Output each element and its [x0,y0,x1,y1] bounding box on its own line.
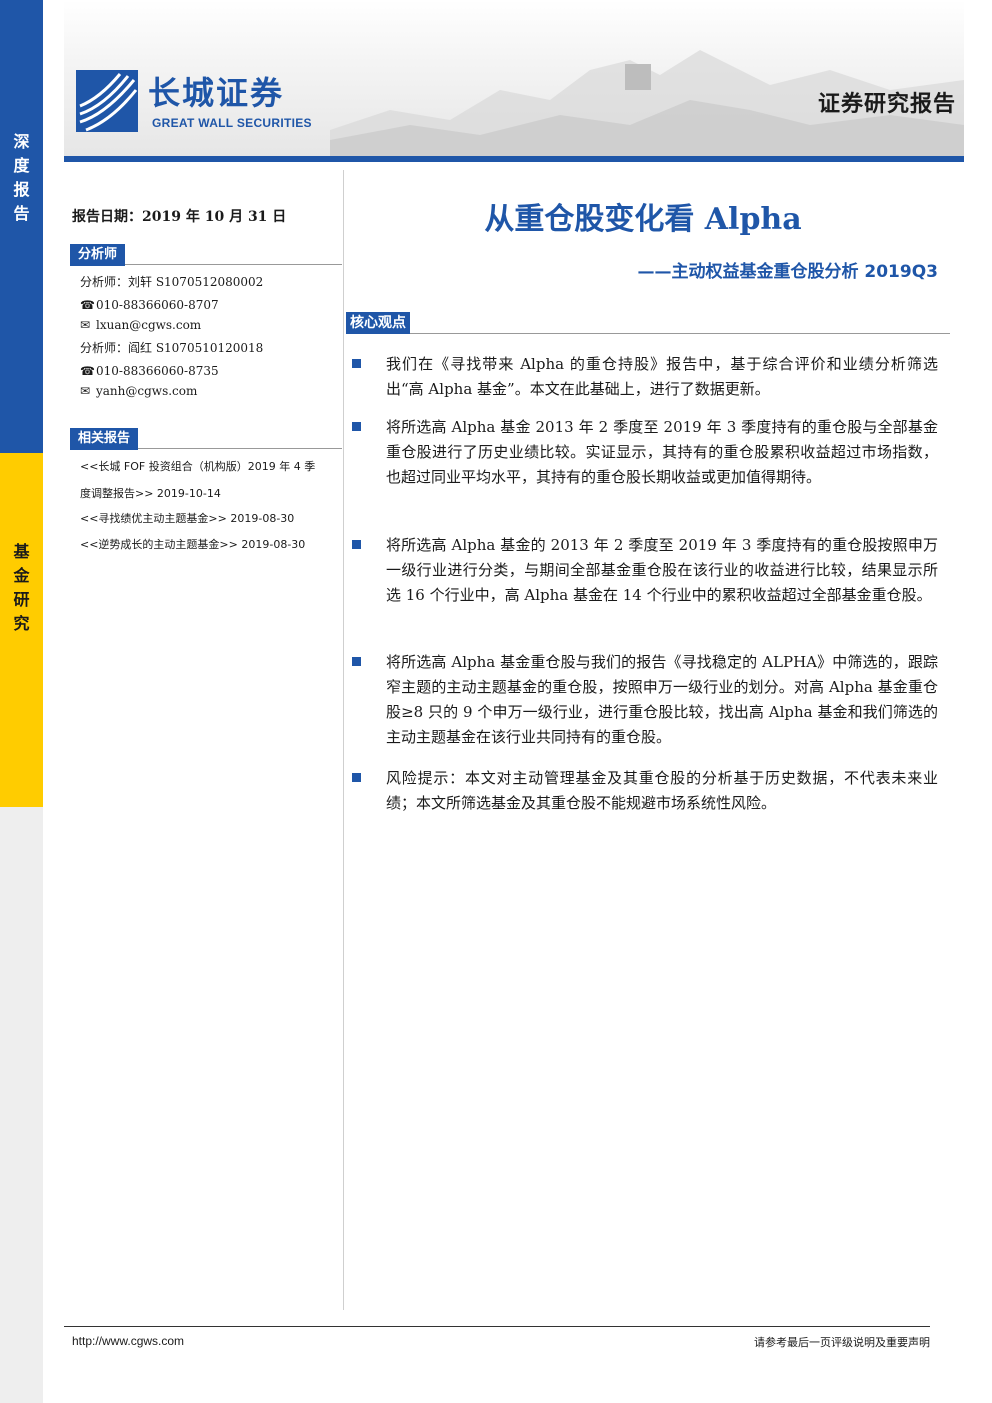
core-view-text: 将所选高 Alpha 基金 2013 年 2 季度至 2019 年 3 季度持有… [386,418,938,486]
analyst-2-email[interactable]: ✉ yanh@cgws.com [80,384,197,398]
report-date: 报告日期：2019 年 10 月 31 日 [72,209,287,225]
related-heading-label: 相关报告 [70,428,139,450]
sidebar-char: 报 [13,180,30,199]
analyst-2-name: 分析师：阎红 S1070510120018 [80,341,264,355]
related-report-1-cont[interactable]: 度调整报告>> 2019-10-14 [80,487,221,500]
analyst-1-email-text[interactable]: lxuan@cgws.com [96,318,202,332]
footer-divider [64,1326,930,1327]
sidebar-char: 度 [13,156,30,175]
analyst-2-phone: ☎010-88366060-8735 [80,364,219,378]
analyst-heading-label: 分析师 [70,244,126,266]
bullet-square-icon [352,657,361,666]
core-views-heading: 核心观点 [346,312,950,334]
sidebar-band-gray [0,807,43,1403]
core-view-text: 风险提示：本文对主动管理基金及其重仓股的分析基于历史数据，不代表未来业绩；本文所… [386,769,938,812]
core-heading-label: 核心观点 [346,312,410,334]
sidebar-char: 告 [13,204,30,223]
phone-icon: ☎ [80,298,95,312]
logo-mark-icon [76,70,138,132]
sidebar-char: 究 [13,614,30,633]
related-report-2[interactable]: <<寻找绩优主动主题基金>> 2019-08-30 [80,512,295,525]
sidebar-char: 研 [13,590,30,609]
sidebar-char: 金 [13,566,30,585]
page-subtitle: ——主动权益基金重仓股分析 2019Q3 [637,262,938,282]
logo-chinese-name: 长城证券 [148,74,285,112]
page-title: 从重仓股变化看 Alpha [484,202,802,237]
core-view-text: 将所选高 Alpha 基金重仓股与我们的报告《寻找稳定的 ALPHA》中筛选的，… [386,653,938,746]
related-report-3[interactable]: <<逆势成长的主动主题基金>> 2019-08-30 [80,538,306,551]
sidebar-char: 基 [13,542,30,561]
sidebar-label-category: 基 金 研 究 [0,540,43,636]
logo-english-name: GREAT WALL SECURITIES [152,116,312,130]
great-wall-illustration [330,50,964,158]
bullet-square-icon [352,422,361,431]
analyst-2-email-text[interactable]: yanh@cgws.com [96,384,198,398]
report-type-label: 证券研究报告 [817,92,956,117]
analyst-1-phone: ☎010-88366060-8707 [80,298,219,312]
analyst-section-heading: 分析师 [70,243,342,266]
related-reports-heading: 相关报告 [70,427,342,450]
analyst-1-phone-text: 010-88366060-8707 [96,298,219,312]
sidebar-band-yellow [0,453,43,807]
company-logo: 长城证券 GREAT WALL SECURITIES [76,68,336,134]
core-view-text: 将所选高 Alpha 基金的 2013 年 2 季度至 2019 年 3 季度持… [386,536,938,604]
related-report-1[interactable]: <<长城 FOF 投资组合（机构版）2019 年 4 季 [80,460,316,473]
footer-website-link[interactable]: http://www.cgws.com [72,1334,185,1348]
analyst-1-name: 分析师：刘轩 S1070512080002 [80,275,264,289]
bullet-square-icon [352,773,361,782]
sidebar-band-blue [0,0,43,453]
analyst-2-phone-text: 010-88366060-8735 [96,364,219,378]
sidebar-char: 深 [13,132,30,151]
bullet-square-icon [352,359,361,368]
sidebar-label-report-kind: 深 度 报 告 [0,130,43,226]
header-divider-bar [64,156,964,162]
email-icon: ✉ [80,384,91,398]
phone-icon: ☎ [80,364,95,378]
email-icon: ✉ [80,318,91,332]
bullet-square-icon [352,540,361,549]
core-view-text: 我们在《寻找带来 Alpha 的重仓持股》报告中，基于综合评价和业绩分析筛选出“… [386,355,938,398]
column-divider [343,170,344,1310]
analyst-1-email[interactable]: ✉ lxuan@cgws.com [80,318,201,332]
footer-disclaimer-note: 请参考最后一页评级说明及重要声明 [754,1336,930,1349]
